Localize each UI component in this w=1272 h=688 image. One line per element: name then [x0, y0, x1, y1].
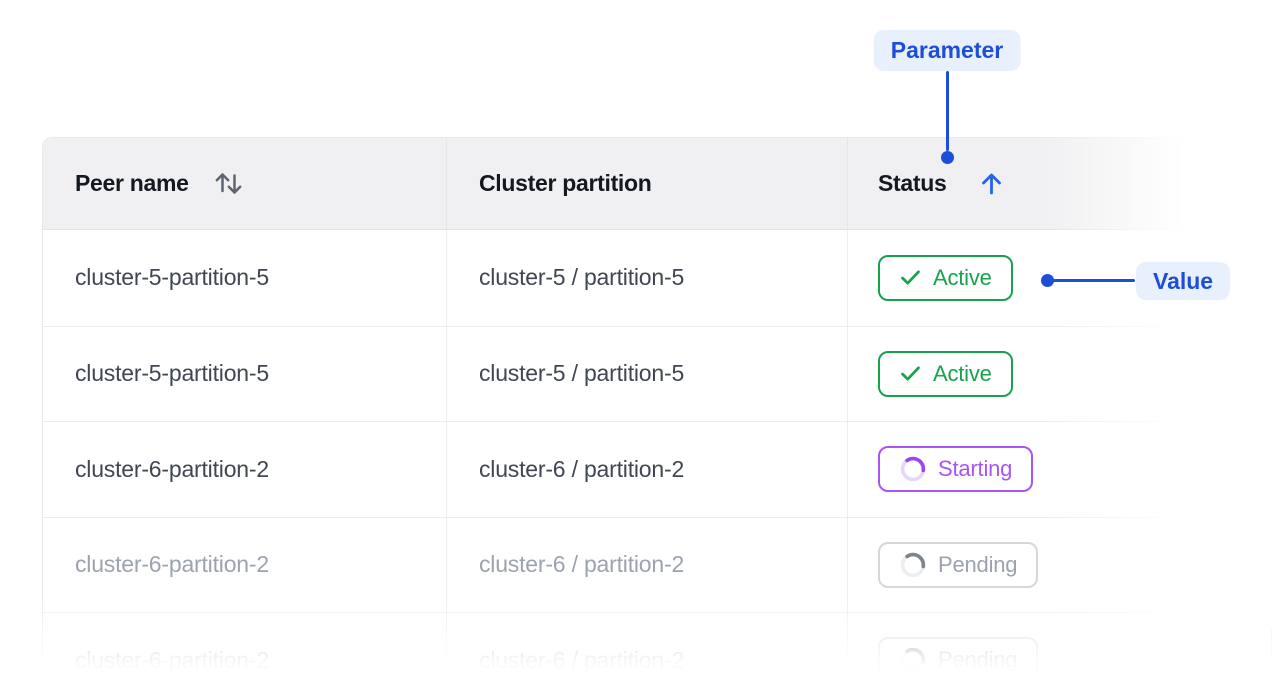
parameter-callout: Parameter	[873, 30, 1021, 71]
peer-name-cell: cluster-6-partition-2	[43, 517, 447, 612]
column-header-peer-name[interactable]: Peer name	[43, 138, 447, 229]
status-cell: Active	[848, 230, 1271, 326]
column-label-peer-name: Peer name	[75, 170, 189, 196]
column-header-cluster-partition[interactable]: Cluster partition	[447, 138, 848, 229]
value-connector-dot	[1041, 274, 1054, 287]
status-badge: Pending	[878, 637, 1039, 684]
peers-table: Peer name Cluster partition Status	[42, 137, 1272, 688]
spinner-icon	[899, 646, 927, 674]
table-header: Peer name Cluster partition Status	[43, 138, 1271, 230]
status-badge-label: Active	[933, 264, 992, 290]
spinner-icon	[899, 551, 927, 579]
check-icon	[899, 362, 922, 385]
column-label-status: Status	[878, 170, 947, 196]
cluster-partition-cell: cluster-6 / partition-2	[447, 422, 848, 517]
status-cell: Pending	[848, 518, 1271, 613]
arrow-up-icon[interactable]	[977, 169, 1006, 198]
status-badge: Active	[878, 350, 1013, 397]
peer-name-cell: cluster-6-partition-2	[43, 613, 447, 688]
peer-name-cell: cluster-6-partition-2	[43, 422, 447, 517]
cluster-partition-cell: cluster-6 / partition-2	[447, 613, 848, 688]
table-row: cluster-5-partition-5 cluster-5 / partit…	[43, 230, 1271, 326]
parameter-connector-line	[946, 71, 949, 151]
parameter-connector-dot	[941, 151, 954, 164]
status-cell: Pending	[848, 613, 1271, 688]
table-row: cluster-6-partition-2 cluster-6 / partit…	[43, 421, 1271, 517]
status-cell: Active	[848, 327, 1271, 422]
cluster-partition-cell: cluster-5 / partition-5	[447, 326, 848, 421]
status-cell: Starting	[848, 422, 1271, 517]
value-connector-line	[1050, 279, 1135, 282]
status-badge: Pending	[878, 541, 1039, 588]
peer-name-cell: cluster-5-partition-5	[43, 230, 447, 326]
status-badge: Starting	[878, 446, 1034, 493]
status-badge-label: Active	[933, 360, 992, 386]
status-badge-label: Starting	[938, 456, 1013, 482]
check-icon	[899, 266, 922, 289]
status-badge-label: Pending	[938, 551, 1018, 577]
status-badge-label: Pending	[938, 647, 1018, 673]
table-body: cluster-5-partition-5 cluster-5 / partit…	[43, 230, 1271, 688]
value-callout-label: Value	[1153, 267, 1214, 294]
cluster-partition-cell: cluster-6 / partition-2	[447, 517, 848, 612]
column-label-cluster-partition: Cluster partition	[479, 170, 652, 196]
status-badge: Active	[878, 254, 1013, 301]
table-row: cluster-5-partition-5 cluster-5 / partit…	[43, 325, 1271, 422]
parameter-callout-label: Parameter	[890, 37, 1004, 63]
table-row: cluster-6-partition-2 cluster-6 / partit…	[43, 612, 1271, 688]
sort-updown-icon[interactable]	[213, 169, 244, 198]
column-header-status[interactable]: Status	[848, 138, 1271, 229]
table-row: cluster-6-partition-2 cluster-6 / partit…	[43, 516, 1271, 613]
value-callout: Value	[1136, 262, 1231, 300]
cluster-partition-cell: cluster-5 / partition-5	[447, 230, 848, 326]
peer-name-cell: cluster-5-partition-5	[43, 326, 447, 421]
spinner-icon	[899, 455, 927, 483]
